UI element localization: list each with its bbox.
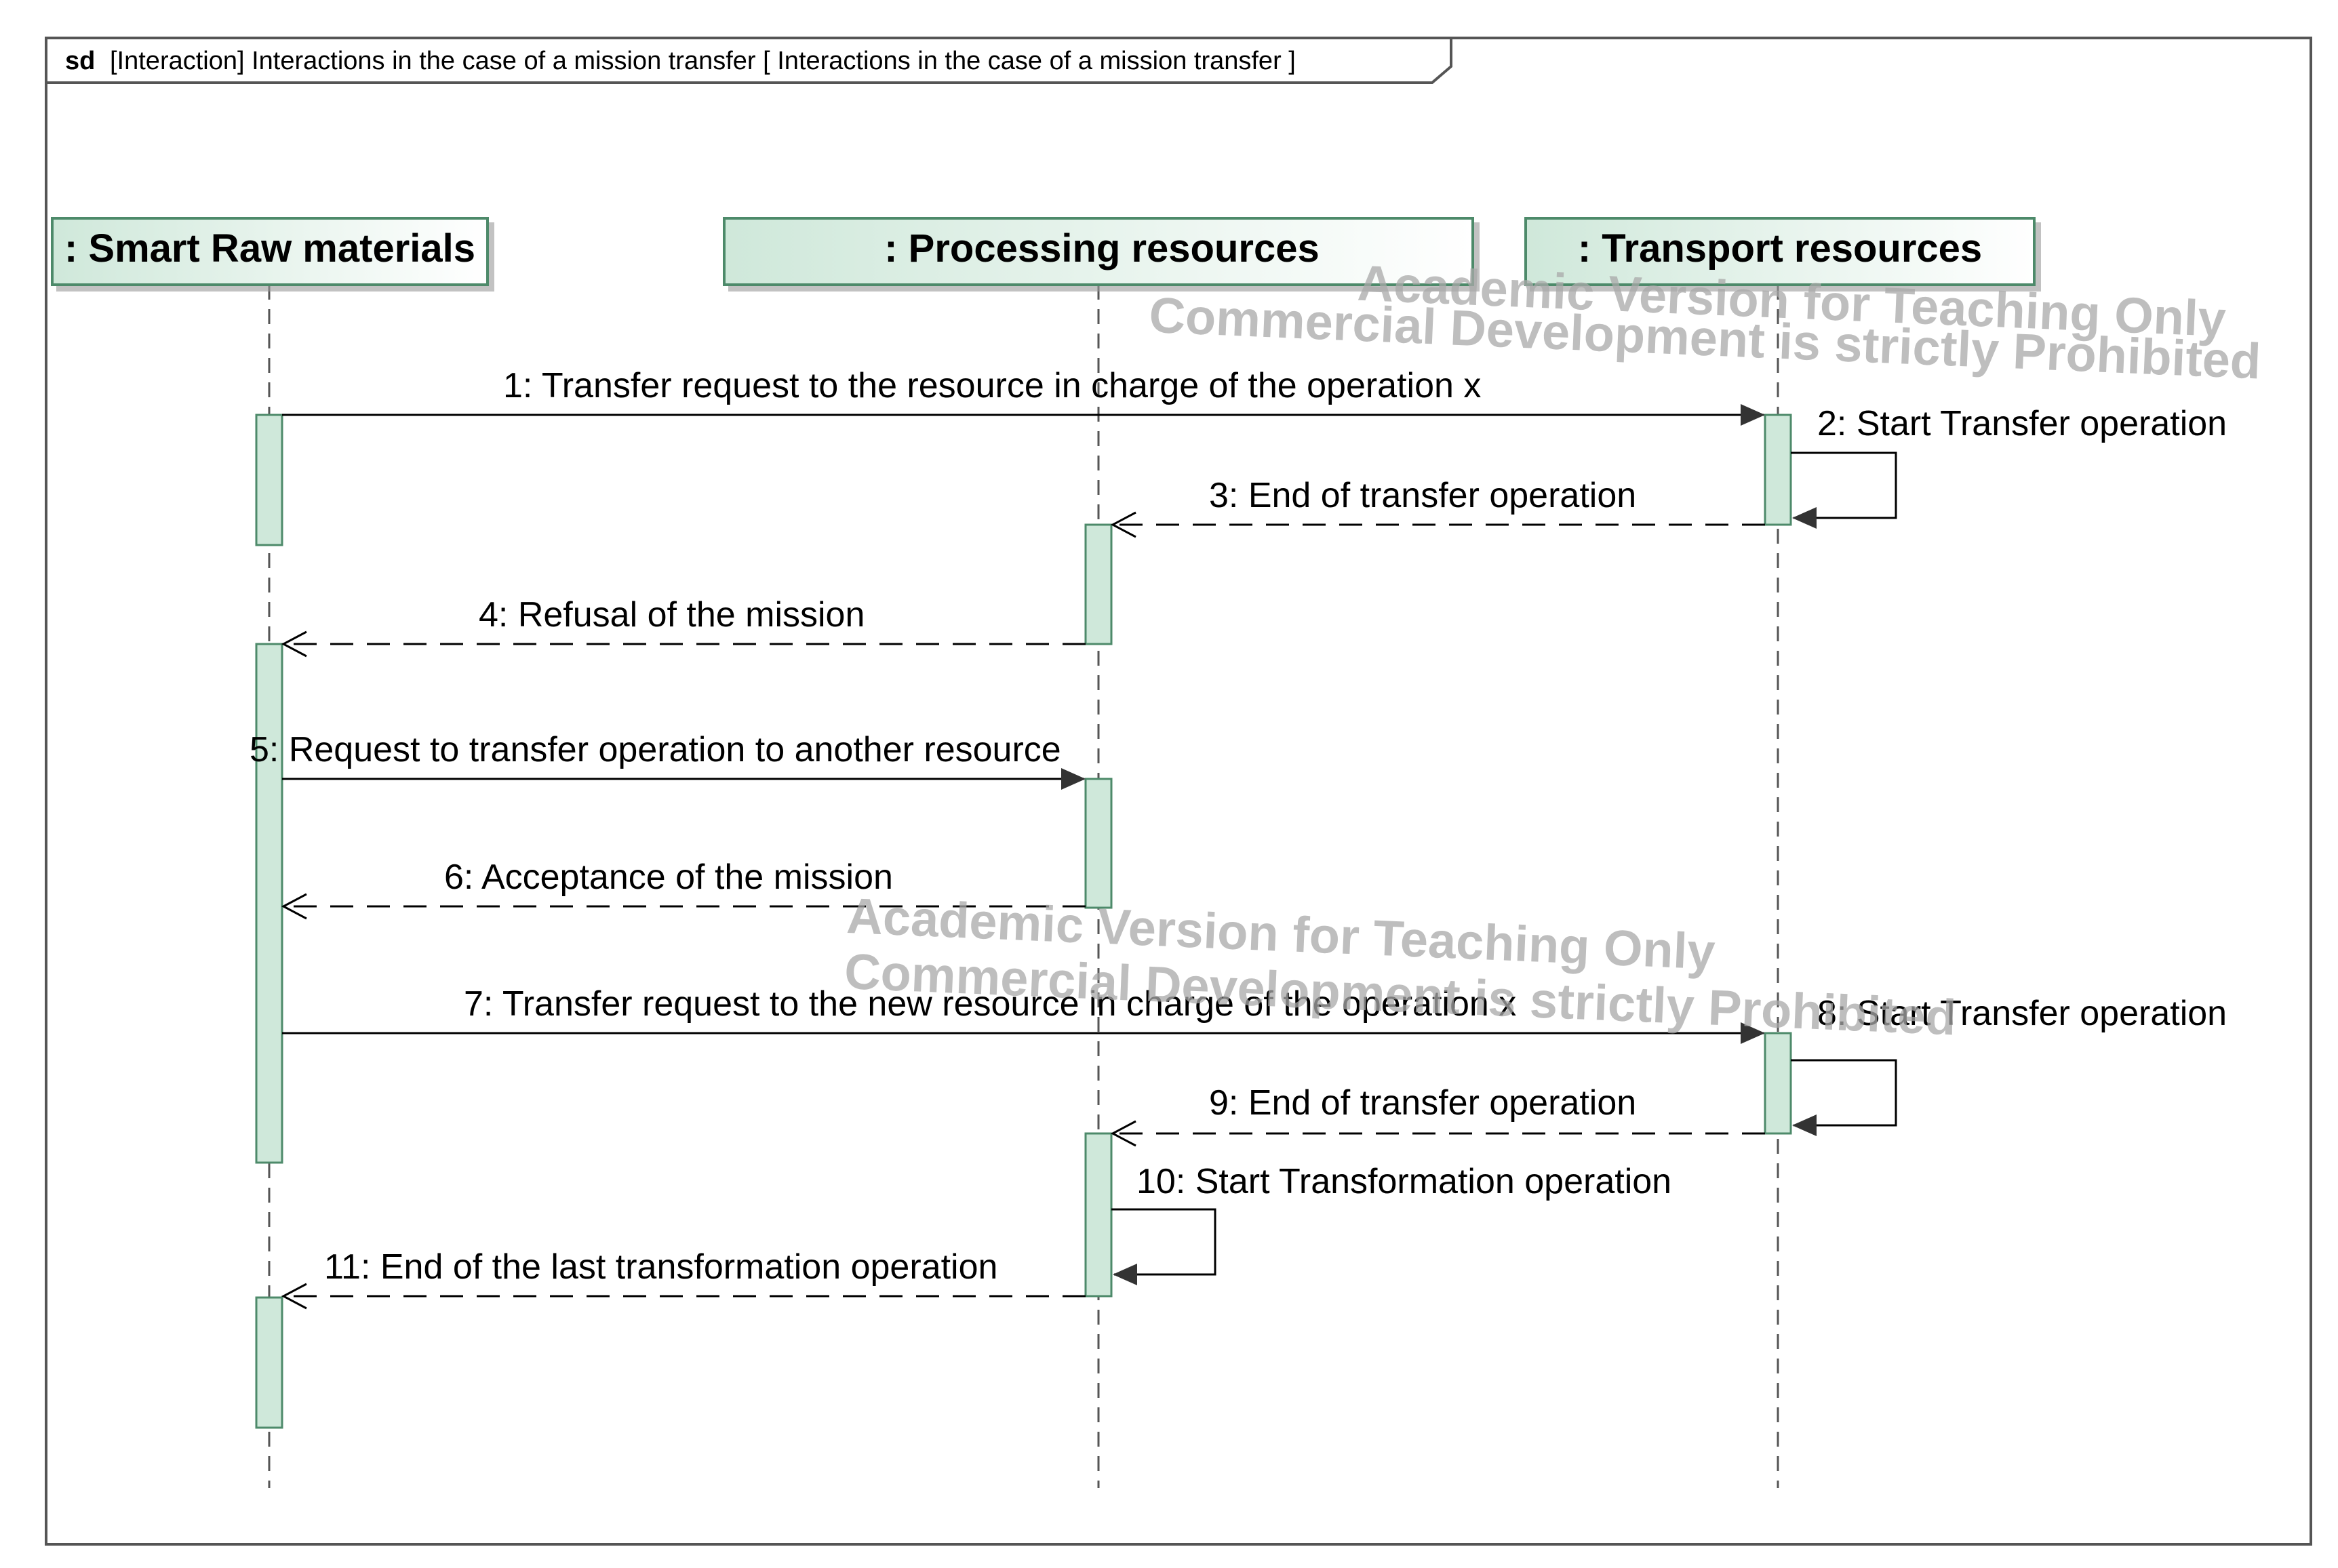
message-11-label: 11: End of the last transformation opera…: [324, 1247, 997, 1287]
activation-proc-1: [1084, 523, 1113, 645]
message-3-arrowhead: [1110, 511, 1136, 538]
message-5-arrowhead: [1061, 768, 1086, 790]
message-4-arrowhead: [281, 630, 307, 658]
activation-trans-2: [1764, 1032, 1792, 1135]
message-5-label: 5: Request to transfer operation to anot…: [250, 730, 1061, 769]
message-10-label: 10: Start Transformation operation: [1136, 1162, 1671, 1201]
message-8-label: 8: Start Transfer operation: [1817, 994, 2227, 1033]
lifeline-head-smart[interactable]: [51, 217, 489, 286]
activation-proc-3: [1084, 1132, 1113, 1298]
message-11-arrowhead: [281, 1283, 307, 1310]
lifeline-head-proc[interactable]: [723, 217, 1474, 286]
message-10-arrowhead: [1113, 1264, 1137, 1285]
frame-title-tab: [45, 37, 1452, 84]
message-3-label: 3: End of transfer operation: [1209, 476, 1636, 515]
message-2-label: 2: Start Transfer operation: [1817, 404, 2227, 443]
frame-keyword: sd: [65, 47, 95, 75]
message-9-label: 9: End of transfer operation: [1209, 1083, 1636, 1123]
frame-title: [Interaction] Interactions in the case o…: [110, 47, 1296, 75]
lifeline-head-trans[interactable]: [1524, 217, 2036, 286]
message-4-label: 4: Refusal of the mission: [479, 595, 865, 635]
message-7-arrowhead: [1741, 1022, 1765, 1044]
activation-trans-1: [1764, 414, 1792, 526]
lifeline-title-proc: : Processing resources: [884, 226, 1320, 270]
message-2-self-arrow: [1791, 451, 1897, 519]
message-9-arrowhead: [1110, 1120, 1136, 1147]
message-8-self-arrow: [1791, 1059, 1897, 1127]
message-6-label: 6: Acceptance of the mission: [444, 858, 893, 897]
lifeline-title-trans: : Transport resources: [1578, 226, 1982, 270]
message-1-label: 1: Transfer request to the resource in c…: [503, 366, 1481, 405]
lifeline-title-smart: : Smart Raw materials: [64, 226, 475, 270]
message-1-arrowhead: [1741, 404, 1765, 426]
message-7-label: 7: Transfer request to the new resource …: [464, 984, 1516, 1024]
activation-smart-3: [255, 1296, 283, 1429]
message-10-self-arrow: [1111, 1208, 1216, 1276]
message-2-arrowhead: [1792, 507, 1817, 529]
activation-proc-2: [1084, 778, 1113, 909]
activation-smart-1: [255, 414, 283, 546]
message-8-arrowhead: [1792, 1114, 1817, 1136]
interaction-frame: [45, 37, 2312, 1546]
activation-smart-2: [255, 643, 283, 1164]
message-6-arrowhead: [281, 893, 307, 920]
